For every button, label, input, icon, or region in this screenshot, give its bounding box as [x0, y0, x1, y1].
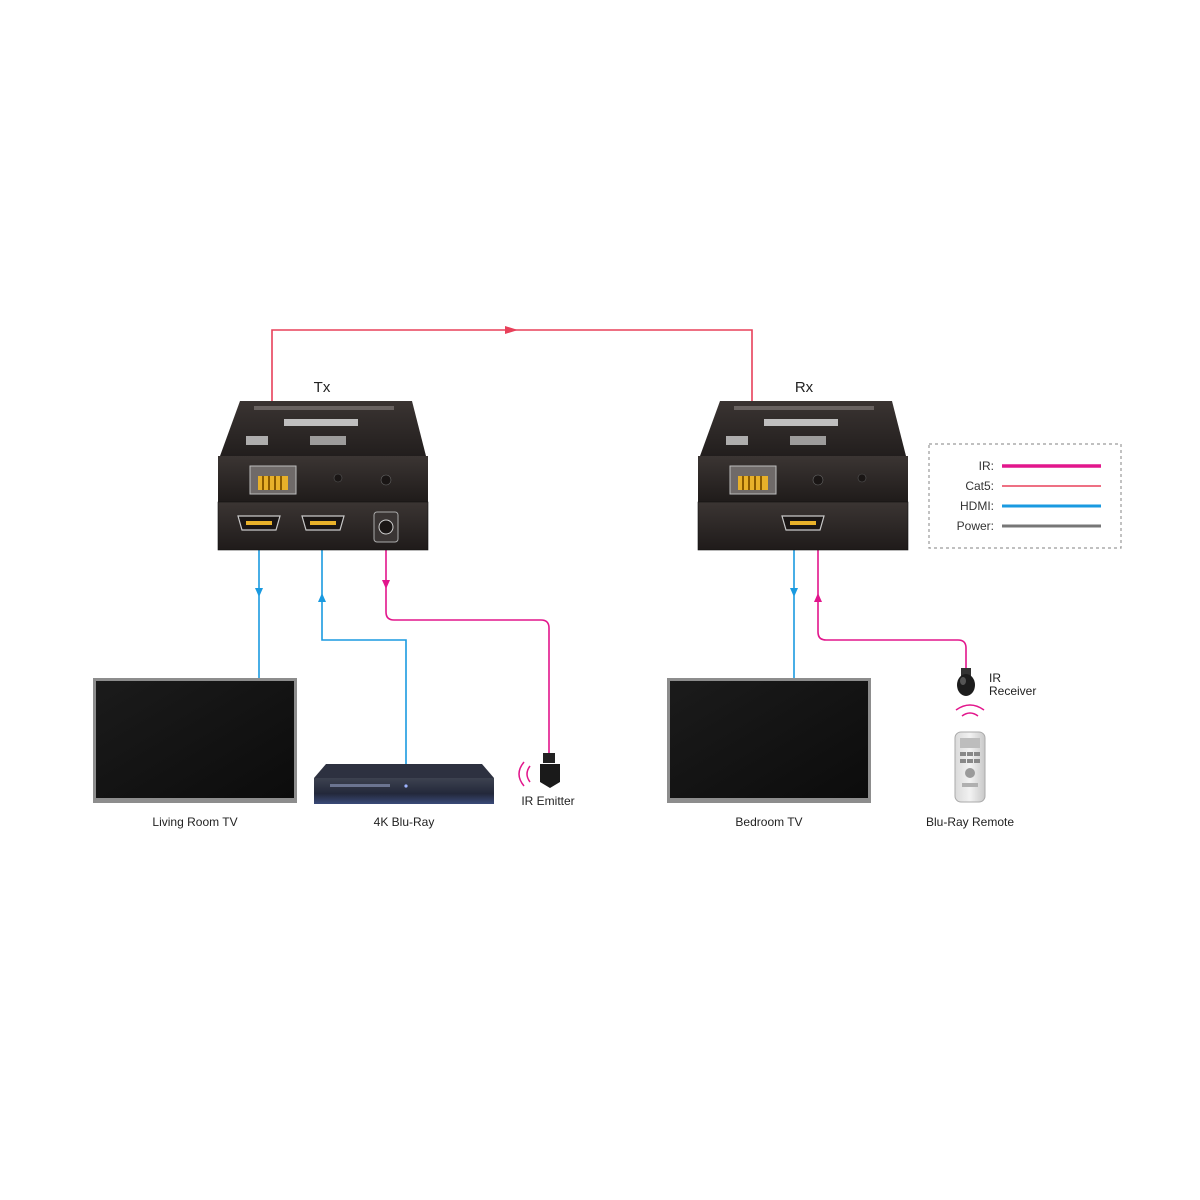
rx-unit: Rx [697, 379, 909, 551]
tv-screen [670, 681, 868, 798]
svg-text:IR:: IR: [979, 459, 994, 473]
living-room-tv-label: Living Room TV [152, 815, 237, 829]
rx-hdmi-out-port [781, 515, 825, 531]
living-room-tv: Living Room TV [93, 678, 297, 829]
bluray-top [314, 764, 494, 778]
bluray-label: 4K Blu-Ray [374, 815, 435, 829]
cat5-direction-arrow [505, 326, 518, 334]
tx-label: Tx [314, 379, 331, 396]
tx-top-panel [220, 401, 426, 456]
remote-signal-icon [955, 704, 985, 717]
bluray-remote: Blu-Ray Remote [926, 704, 1014, 829]
rx-rj45-port [729, 465, 777, 495]
ir-receiver-label-line1: IR [989, 671, 1001, 685]
ir-emitter-label: IR Emitter [521, 794, 574, 808]
legend-item-cat5: Cat5: [965, 479, 1101, 493]
bedroom-tv-label: Bedroom TV [735, 815, 802, 829]
bluray-player: 4K Blu-Ray [314, 764, 494, 829]
ir-cable-receiver [814, 474, 967, 672]
tv-screen [96, 681, 294, 798]
ir-receiver-connector [961, 668, 971, 676]
svg-text:Cat5:: Cat5: [965, 479, 994, 493]
legend-item-hdmi: HDMI: [960, 499, 1101, 513]
cable-legend: IR: Cat5: HDMI: Power: [928, 443, 1122, 549]
bluray-remote-label: Blu-Ray Remote [926, 815, 1014, 829]
tx-ir-jack [380, 474, 392, 486]
rx-led-icon [857, 473, 867, 483]
bedroom-tv: Bedroom TV [667, 678, 871, 829]
ir-receiver-label-line2: Receiver [989, 684, 1036, 698]
tx-led-icon [333, 473, 343, 483]
ir-emitter-connector [543, 753, 555, 763]
tx-rj45-port [249, 465, 297, 495]
hdmi-cable-bluray [318, 522, 407, 766]
rx-top-panel [700, 401, 906, 456]
rx-ir-jack [812, 474, 824, 486]
legend-frame [928, 443, 1122, 549]
ir-receiver-head [957, 674, 975, 696]
rx-label: Rx [795, 379, 814, 396]
ir-emitter-signal-icon [518, 761, 531, 787]
tx-power-port [373, 511, 399, 543]
tx-hdmi-in-port [301, 515, 345, 531]
bluray-front [314, 778, 494, 804]
tx-hdmi-out-port [237, 515, 281, 531]
legend-item-power: Power: [957, 519, 1101, 533]
svg-text:Power:: Power: [957, 519, 994, 533]
ir-receiver: IR Receiver [957, 668, 1036, 698]
ir-emitter-head [540, 764, 560, 788]
svg-text:HDMI:: HDMI: [960, 499, 994, 513]
tx-unit: Tx [217, 379, 429, 551]
ir-emitter: IR Emitter [518, 753, 575, 808]
legend-item-ir: IR: [979, 459, 1101, 473]
ir-cable-emitter [382, 474, 550, 755]
